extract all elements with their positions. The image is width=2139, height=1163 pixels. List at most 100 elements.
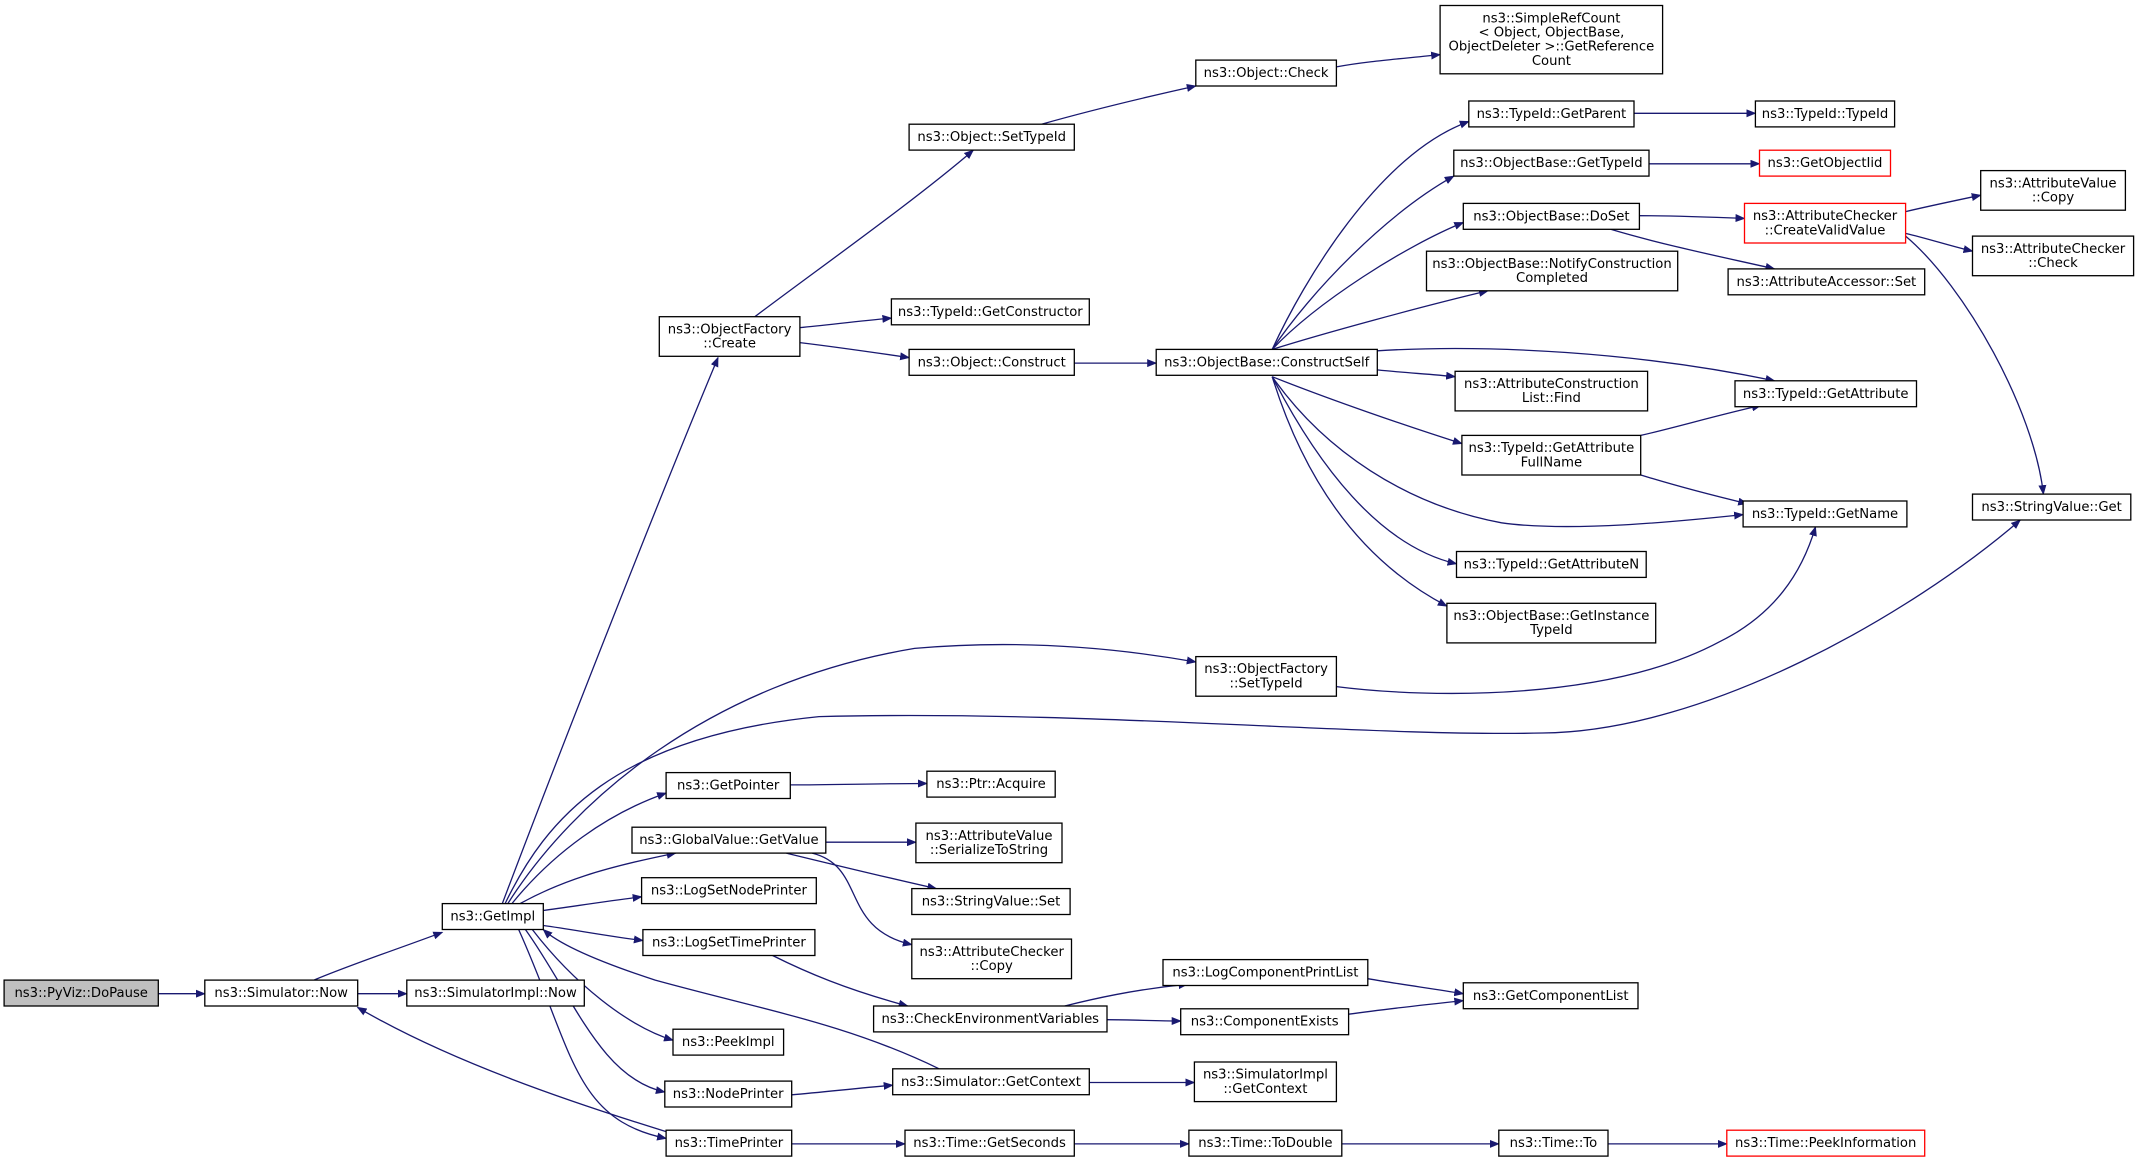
node-box — [664, 1080, 793, 1108]
node-obj-settypeid[interactable]: ns3::Object::SetTypeId — [908, 123, 1075, 151]
node-label: ns3::ObjectFactory — [668, 322, 792, 337]
node-obj-construct[interactable]: ns3::Object::Construct — [908, 348, 1075, 376]
node-ptr-acquire[interactable]: ns3::Ptr::Acquire — [926, 770, 1056, 798]
node-label: ns3::SimpleRefCount — [1482, 11, 1620, 26]
node-time-to[interactable]: ns3::Time::To — [1498, 1129, 1609, 1157]
node-box — [904, 1129, 1075, 1157]
node-ob-constructself[interactable]: ns3::ObjectBase::ConstructSelf — [1155, 348, 1378, 376]
node-box — [1425, 250, 1679, 292]
node-label: ns3::AttributeValue — [1990, 176, 2117, 191]
call-edge-getimpl-to-of-settypeid — [507, 643, 1197, 904]
node-sim-now[interactable]: ns3::Simulator::Now — [204, 979, 359, 1007]
node-timeprinter[interactable]: ns3::TimePrinter — [665, 1129, 793, 1157]
node-sv-get[interactable]: ns3::StringValue::Get — [1971, 493, 2132, 521]
node-box — [1468, 100, 1635, 128]
node-label: FullName — [1521, 455, 1582, 470]
node-label: ns3::NodePrinter — [673, 1087, 784, 1102]
node-label: Completed — [1516, 271, 1588, 286]
node-tid-getparent[interactable]: ns3::TypeId::GetParent — [1468, 100, 1635, 128]
node-label: ns3::Time::To — [1510, 1136, 1598, 1151]
node-label: ns3::AttributeValue — [926, 829, 1053, 844]
node-label: List::Find — [1522, 391, 1581, 406]
node-gv-getvalue[interactable]: ns3::GlobalValue::GetValue — [631, 826, 827, 854]
call-edge-ac-createvalid-to-sv-get — [1905, 235, 2047, 496]
node-logsettimeprinter[interactable]: ns3::LogSetTimePrinter — [642, 928, 816, 957]
node-of-settypeid[interactable]: ns3::ObjectFactory::SetTypeId — [1195, 655, 1338, 697]
call-edge-getimpl-to-timeprinter — [518, 929, 668, 1141]
node-label: ns3::GetPointer — [677, 779, 780, 794]
node-getimpl[interactable]: ns3::GetImpl — [441, 902, 544, 931]
node-box — [441, 902, 544, 931]
node-ac-createvalid[interactable]: ns3::AttributeChecker::CreateValidValue — [1743, 202, 1907, 244]
node-label: ObjectDeleter >::GetReference — [1449, 40, 1655, 55]
node-logsetnodeprinter[interactable]: ns3::LogSetNodePrinter — [640, 877, 817, 905]
node-label: ::Create — [703, 337, 756, 352]
node-label: ns3::PyViz::DoPause — [14, 986, 147, 1001]
node-compexists[interactable]: ns3::ComponentExists — [1180, 1008, 1350, 1036]
node-box — [1726, 1129, 1926, 1157]
node-getobjectiid[interactable]: ns3::GetObjectIid — [1758, 149, 1892, 177]
node-getpointer[interactable]: ns3::GetPointer — [665, 771, 791, 800]
node-tid-getconstructor[interactable]: ns3::TypeId::GetConstructor — [890, 298, 1090, 326]
node-box — [1180, 1008, 1350, 1036]
node-label: ns3::SimulatorImpl — [1203, 1068, 1328, 1083]
node-box — [1498, 1129, 1609, 1157]
call-edge-ob-constructself-to-tid-getattribute — [1377, 347, 1776, 383]
call-edge-ac-createvalid-to-av-copy — [1905, 193, 1982, 213]
node-label: ns3::ObjectBase::GetInstance — [1453, 609, 1649, 624]
node-label: ns3::TypeId::GetName — [1752, 507, 1898, 522]
node-label: ns3::Time::GetSeconds — [913, 1136, 1066, 1151]
node-peekimpl[interactable]: ns3::PeekImpl — [672, 1028, 785, 1056]
node-label: ns3::ObjectBase::GetTypeId — [1460, 156, 1643, 171]
node-ob-gettypeid[interactable]: ns3::ObjectBase::GetTypeId — [1453, 149, 1650, 177]
node-tid-getname[interactable]: ns3::TypeId::GetName — [1742, 500, 1908, 528]
node-label: ns3::GetComponentList — [1473, 989, 1629, 1004]
node-nodeprinter[interactable]: ns3::NodePrinter — [664, 1080, 793, 1108]
call-edge-timeprinter-to-sim-now — [356, 1006, 667, 1133]
node-av-copy[interactable]: ns3::AttributeValue::Copy — [1980, 169, 2127, 211]
call-edge-getimpl-to-sv-get — [504, 519, 2021, 904]
node-getcomplist[interactable]: ns3::GetComponentList — [1462, 982, 1639, 1010]
node-box — [1743, 202, 1907, 244]
node-label: ns3::SimulatorImpl::Now — [414, 986, 577, 1001]
node-time-peekinfo[interactable]: ns3::Time::PeekInformation — [1726, 1129, 1926, 1157]
call-edge-sim-getcontext-to-getimpl — [542, 928, 940, 1070]
node-tid-getattribute[interactable]: ns3::TypeId::GetAttribute — [1734, 380, 1918, 408]
node-logcompprintlist[interactable]: ns3::LogComponentPrintList — [1162, 958, 1369, 987]
call-edge-checkenv-to-compexists — [1106, 1016, 1182, 1025]
node-ob-doset[interactable]: ns3::ObjectBase::DoSet — [1462, 202, 1641, 230]
node-simimpl-getcontext[interactable]: ns3::SimulatorImpl::GetContext — [1193, 1061, 1338, 1103]
node-av-serialize[interactable]: ns3::AttributeValue::SerializeToString — [915, 822, 1063, 864]
node-ob-notify[interactable]: ns3::ObjectBase::NotifyConstructionCompl… — [1425, 250, 1679, 292]
node-aa-set[interactable]: ns3::AttributeAccessor::Set — [1727, 268, 1926, 296]
node-label: ns3::AttributeChecker — [1981, 242, 2126, 257]
node-checkenv[interactable]: ns3::CheckEnvironmentVariables — [872, 1005, 1108, 1033]
node-label: ns3::AttributeChecker — [1753, 209, 1898, 224]
node-sv-set[interactable]: ns3::StringValue::Set — [911, 887, 1071, 916]
node-sim-getcontext[interactable]: ns3::Simulator::GetContext — [892, 1068, 1090, 1096]
node-tid-getattrn[interactable]: ns3::TypeId::GetAttributeN — [1455, 550, 1647, 579]
node-box — [926, 770, 1056, 798]
node-ac-copy[interactable]: ns3::AttributeChecker::Copy — [911, 938, 1073, 980]
node-time-getseconds[interactable]: ns3::Time::GetSeconds — [904, 1129, 1075, 1157]
node-simimpl-now[interactable]: ns3::SimulatorImpl::Now — [406, 979, 585, 1007]
node-label: ns3::TypeId::GetParent — [1477, 107, 1627, 122]
node-box — [1455, 550, 1647, 579]
node-of-create[interactable]: ns3::ObjectFactory::Create — [658, 316, 801, 357]
node-time-todouble[interactable]: ns3::Time::ToDouble — [1188, 1129, 1343, 1157]
call-edge-getimpl-to-nodeprinter — [524, 929, 666, 1095]
node-box — [1162, 958, 1369, 987]
node-box — [1439, 4, 1664, 75]
node-dopause[interactable]: ns3::PyViz::DoPause — [3, 979, 159, 1007]
node-srefcount[interactable]: ns3::SimpleRefCount< Object, ObjectBase,… — [1439, 4, 1664, 75]
node-label: ns3::Object::SetTypeId — [917, 130, 1066, 145]
node-tid-typeid[interactable]: ns3::TypeId::TypeId — [1754, 100, 1896, 128]
node-label: ns3::ComponentExists — [1191, 1015, 1339, 1030]
call-edge-ob-doset-to-ac-createvalid — [1639, 214, 1746, 223]
node-obj-check[interactable]: ns3::Object::Check — [1195, 59, 1338, 87]
call-edge-ob-constructself-to-tid-getattrfull — [1271, 376, 1463, 445]
node-ac-check[interactable]: ns3::AttributeChecker::Check — [1971, 235, 2135, 277]
